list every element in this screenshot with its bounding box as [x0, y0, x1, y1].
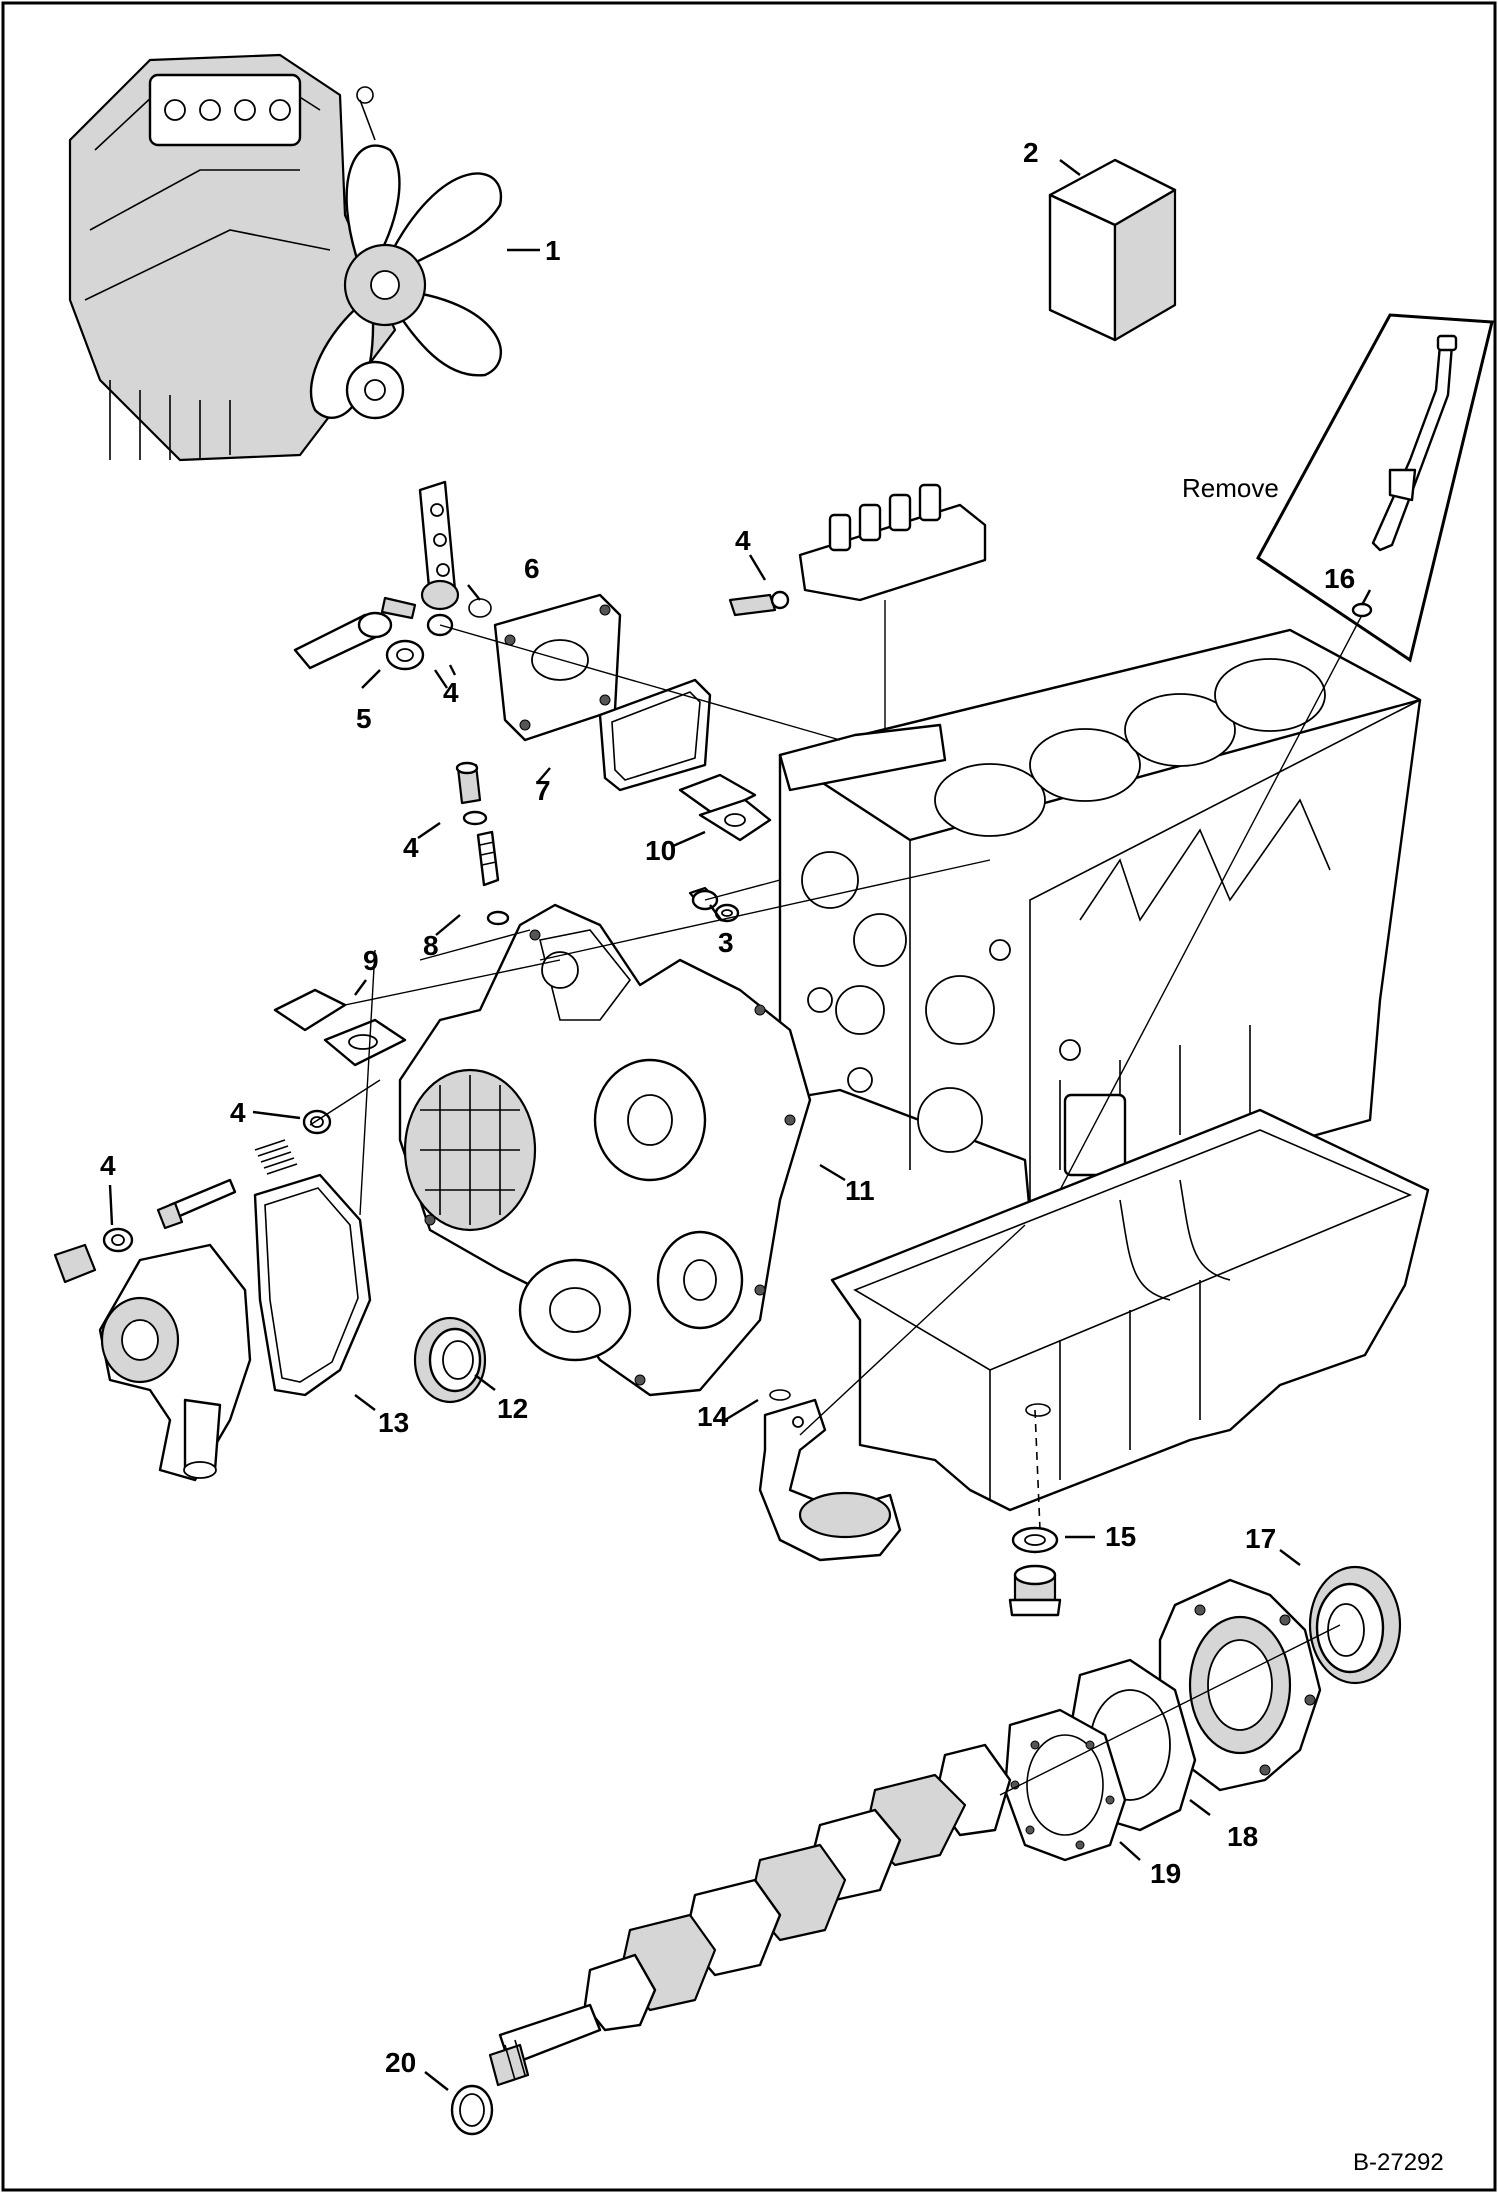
oil-pan [830, 1108, 1430, 1531]
callout-leaders [108, 159, 1372, 2091]
oil-strainer [758, 1389, 902, 1562]
callout-4-washer: 4 [230, 1097, 246, 1128]
callout-12: 12 [497, 1393, 528, 1424]
callout-10: 10 [645, 835, 676, 866]
engine-assembly [68, 53, 503, 462]
callout-18: 18 [1227, 1821, 1258, 1852]
callout-4-governor: 4 [443, 677, 459, 708]
oil-pressure-switch [455, 761, 510, 926]
callout-4-injection-pump: 4 [735, 525, 751, 556]
callout-4-plug: 4 [100, 1150, 116, 1181]
cover-and-gasket-9 [273, 988, 407, 1067]
rear-bearing-case [1158, 1578, 1322, 1792]
callout-11: 11 [845, 1175, 875, 1206]
governor-cover [493, 593, 622, 742]
relief-valve-set [53, 1109, 332, 1284]
callout-16: 16 [1324, 563, 1355, 594]
rear-oil-seal [1308, 1565, 1402, 1685]
remove-note: Remove [1182, 473, 1279, 503]
callout-1: 1 [545, 235, 561, 266]
callout-labels: 1 2 3 4 4 4 4 4 5 6 7 8 9 10 11 12 13 14… [100, 137, 1355, 2078]
callout-3: 3 [718, 927, 734, 958]
callout-5: 5 [356, 703, 372, 734]
callout-13: 13 [378, 1407, 409, 1438]
gear-case [398, 903, 812, 1397]
cylinder-block [778, 628, 1422, 1217]
callout-20: 20 [385, 2047, 416, 2078]
dipstick-remove-box [1256, 313, 1494, 663]
callout-6: 6 [524, 553, 540, 584]
gasket-and-cover-10 [678, 773, 772, 842]
callout-8: 8 [423, 930, 439, 961]
front-oil-seal [413, 1316, 487, 1404]
drain-plug [1008, 1526, 1062, 1617]
callout-15: 15 [1105, 1521, 1136, 1552]
crankshaft [488, 1743, 1012, 2087]
parts-kit-box [1048, 158, 1177, 342]
engine-fan [309, 144, 503, 419]
callout-17: 17 [1245, 1523, 1276, 1554]
callout-9: 9 [363, 945, 379, 976]
governor-gasket-7 [598, 678, 712, 792]
water-pump [98, 1173, 372, 1482]
assembly-lines [309, 600, 1363, 1796]
governor-lever-assembly [293, 480, 492, 671]
callout-19: 19 [1150, 1858, 1181, 1889]
callout-4-switch: 4 [403, 832, 419, 863]
snap-ring [450, 2084, 494, 2136]
callout-7: 7 [535, 775, 551, 806]
callout-14: 14 [697, 1401, 729, 1432]
injection-pump [728, 483, 987, 617]
callout-2: 2 [1023, 137, 1039, 168]
drawing-reference-number: B-27292 [1353, 2149, 1444, 2176]
